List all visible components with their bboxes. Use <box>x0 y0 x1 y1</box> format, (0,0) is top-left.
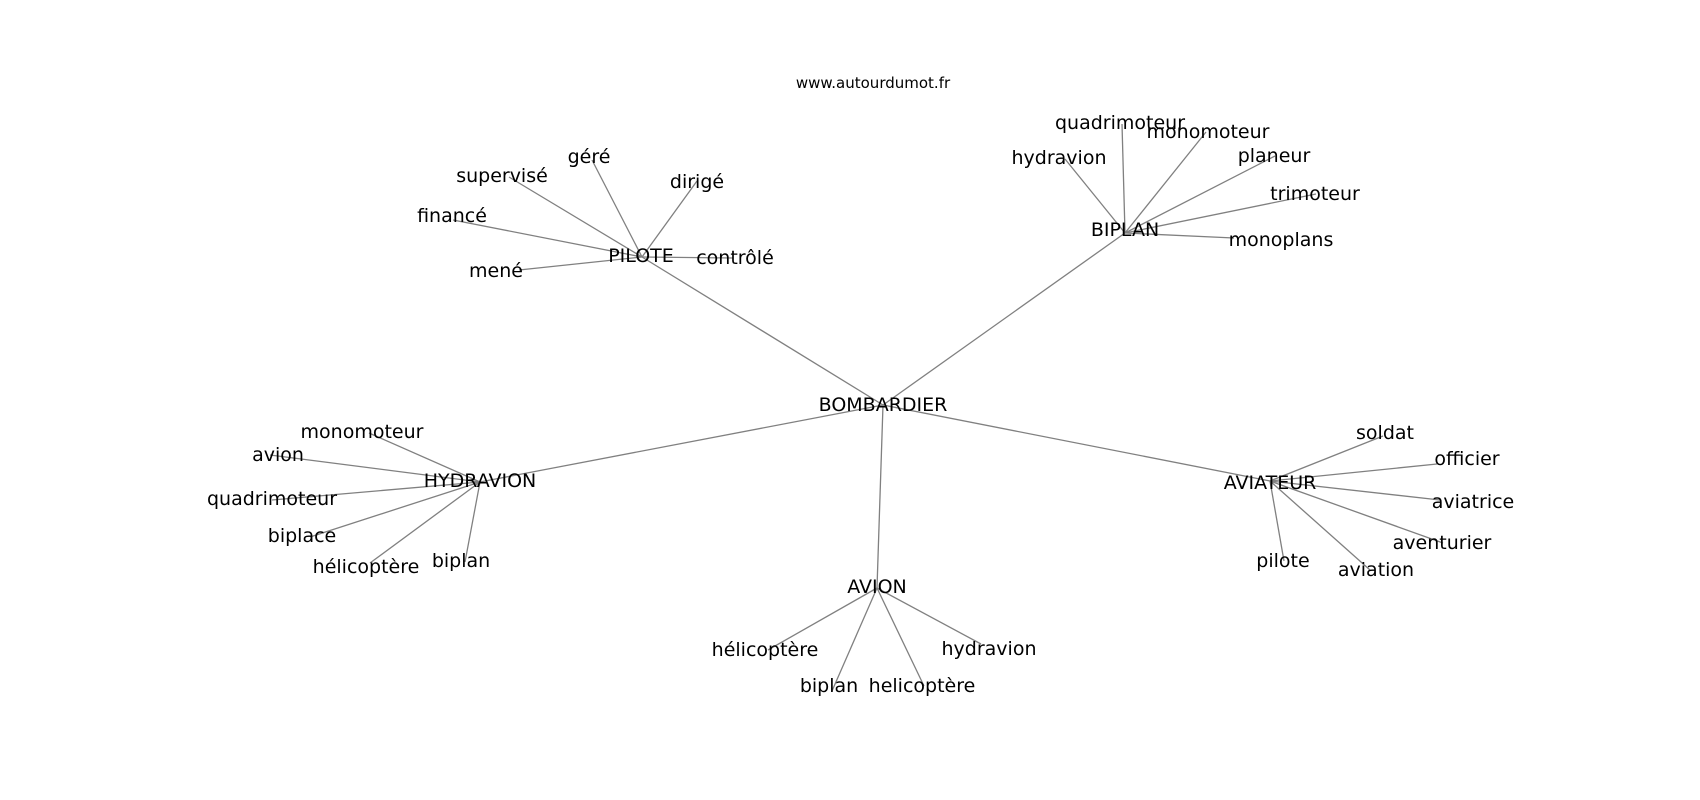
hub-node-hydravion[interactable]: HYDRAVION <box>424 470 537 492</box>
leaf-node-pilote-1[interactable]: géré <box>568 146 611 168</box>
edge-hydravion-leaf-0 <box>368 432 481 483</box>
leaf-node-aviateur-0[interactable]: soldat <box>1356 422 1414 444</box>
leaf-node-biplan-2[interactable]: hydravion <box>1012 147 1107 169</box>
edge-hydravion-leaf-3 <box>309 481 481 538</box>
edge-avion-leaf-0 <box>767 587 878 651</box>
leaf-node-avion-0[interactable]: hélicoptère <box>712 639 819 661</box>
leaf-node-biplan-5[interactable]: monoplans <box>1229 229 1334 251</box>
edge-pilote-leaf-5 <box>641 256 734 259</box>
leaf-node-aviateur-2[interactable]: aviatrice <box>1432 491 1515 513</box>
center-node[interactable]: BOMBARDIER <box>819 394 948 416</box>
edge-aviateur-leaf-3 <box>1269 480 1444 544</box>
edge-center-hydravion <box>479 404 884 483</box>
graph-labels: BOMBARDIER PILOTE supervisé géré dirigé finan… <box>207 112 1514 697</box>
edge-biplan-leaf-0 <box>1121 123 1126 234</box>
edge-pilote-leaf-4 <box>518 256 643 271</box>
edge-center-pilote <box>641 256 884 406</box>
hub-node-avion[interactable]: AVION <box>847 576 907 598</box>
leaf-node-pilote-4[interactable]: mené <box>469 260 523 282</box>
edge-pilote-leaf-2 <box>641 180 698 258</box>
edge-aviateur-leaf-2 <box>1269 480 1441 501</box>
edge-pilote-leaf-0 <box>508 176 643 258</box>
graph-edges <box>269 123 1444 692</box>
hub-node-pilote[interactable]: PILOTE <box>608 245 674 267</box>
leaf-node-aviateur-5[interactable]: aviation <box>1338 559 1414 581</box>
edge-biplan-leaf-4 <box>1124 193 1317 234</box>
leaf-node-pilote-5[interactable]: contrôlé <box>696 247 774 269</box>
leaf-node-hydravion-2[interactable]: quadrimoteur <box>207 488 337 510</box>
leaf-node-avion-1[interactable]: hydravion <box>942 638 1037 660</box>
leaf-node-hydravion-3[interactable]: biplace <box>268 525 336 547</box>
leaf-node-aviateur-4[interactable]: pilote <box>1256 550 1309 572</box>
leaf-node-hydravion-4[interactable]: hélicoptère <box>313 556 420 578</box>
edge-biplan-leaf-2 <box>1064 158 1126 234</box>
leaf-node-aviateur-3[interactable]: aventurier <box>1393 532 1492 554</box>
leaf-node-pilote-2[interactable]: dirigé <box>670 171 724 193</box>
edge-avion-leaf-2 <box>831 587 878 692</box>
edge-center-avion <box>876 404 884 589</box>
edge-center-biplan <box>882 232 1126 406</box>
leaf-node-avion-2[interactable]: biplan <box>800 675 858 697</box>
edge-hydravion-leaf-1 <box>269 454 481 483</box>
edge-aviateur-leaf-1 <box>1269 463 1438 482</box>
edge-aviateur-leaf-5 <box>1269 480 1371 571</box>
hub-node-biplan[interactable]: BIPLAN <box>1091 219 1159 241</box>
site-watermark: www.autourdumot.fr <box>796 74 951 92</box>
edge-center-aviateur <box>882 404 1271 482</box>
leaf-node-avion-3[interactable]: helicoptère <box>869 675 976 697</box>
edge-avion-leaf-3 <box>876 587 925 687</box>
edge-hydravion-leaf-2 <box>271 481 481 501</box>
leaf-node-pilote-0[interactable]: supervisé <box>456 165 548 187</box>
leaf-node-biplan-0[interactable]: quadrimoteur <box>1055 112 1185 134</box>
leaf-node-biplan-3[interactable]: planeur <box>1238 145 1311 167</box>
leaf-node-hydravion-1[interactable]: avion <box>252 444 304 466</box>
leaf-node-aviateur-1[interactable]: officier <box>1434 448 1499 470</box>
edge-biplan-leaf-3 <box>1124 155 1276 234</box>
edge-pilote-leaf-3 <box>452 219 643 258</box>
leaf-node-pilote-3[interactable]: financé <box>417 205 487 227</box>
edge-biplan-leaf-1 <box>1124 131 1207 234</box>
edge-hydravion-leaf-4 <box>369 481 481 564</box>
edge-avion-leaf-1 <box>876 587 982 645</box>
leaf-node-hydravion-0[interactable]: monomoteur <box>301 421 424 443</box>
leaf-node-hydravion-5[interactable]: biplan <box>432 550 490 572</box>
leaf-node-biplan-1[interactable]: monomoteur <box>1147 121 1270 143</box>
hub-node-aviateur[interactable]: AVIATEUR <box>1224 472 1317 494</box>
edge-hydravion-leaf-5 <box>464 481 481 563</box>
edge-aviateur-leaf-0 <box>1269 435 1384 482</box>
edge-biplan-leaf-5 <box>1124 232 1235 239</box>
edge-aviateur-leaf-4 <box>1269 480 1285 562</box>
leaf-node-biplan-4[interactable]: trimoteur <box>1270 183 1360 205</box>
edge-pilote-leaf-1 <box>591 159 643 258</box>
